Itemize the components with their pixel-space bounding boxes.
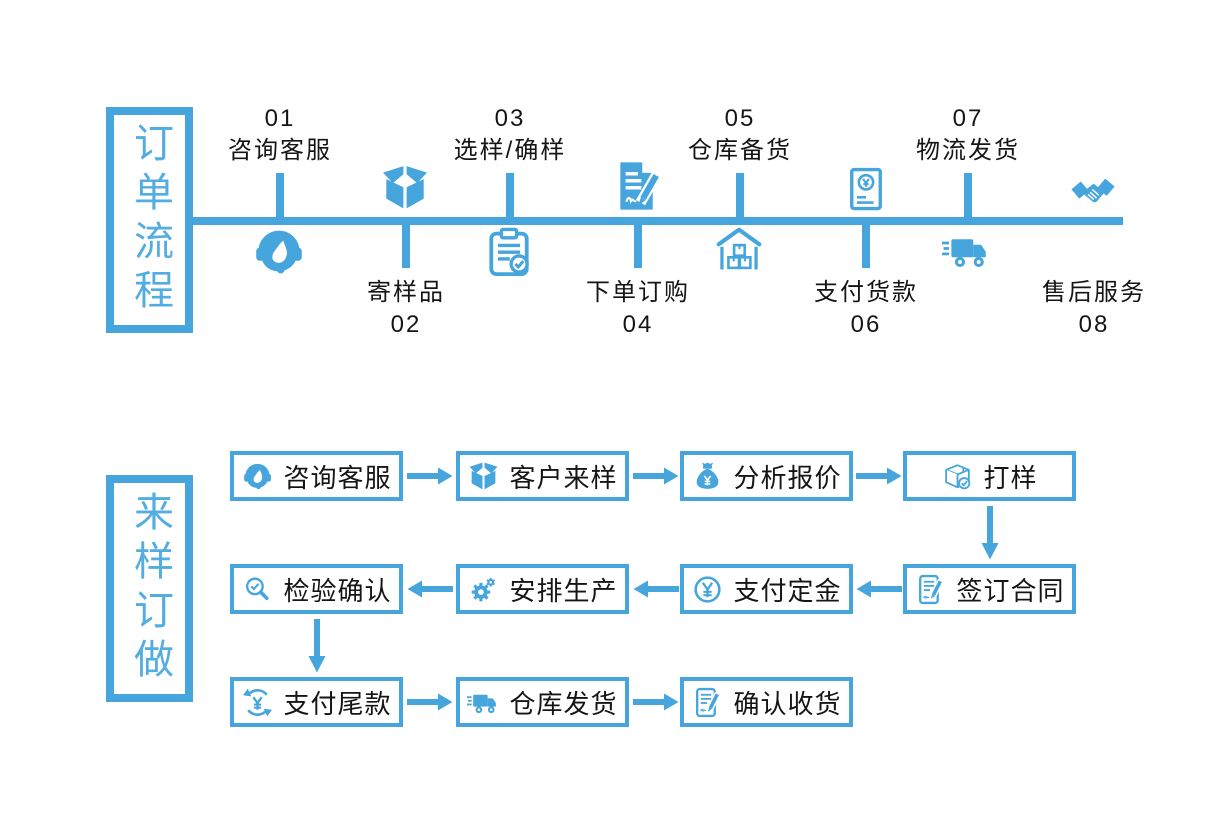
step-number: 05 [724, 105, 756, 132]
open-box-icon [467, 460, 500, 493]
flow-box-label: 确认收货 [733, 688, 842, 719]
flow-box-confirm-receipt: 确认收货 [680, 677, 853, 727]
step-number: 04 [622, 311, 654, 338]
timeline-stub [634, 225, 642, 268]
step-label: 下单订购 [586, 279, 690, 306]
gear-icon [467, 573, 500, 606]
contract-pen-icon [914, 573, 947, 606]
step-08: 售后服务 08 [1009, 277, 1179, 341]
step-label: 咨询客服 [228, 137, 332, 164]
step-number: 02 [390, 311, 422, 338]
step-01: 01 咨询客服 [195, 103, 365, 167]
step-03: 03 选样/确样 [425, 103, 595, 167]
yen-circle-icon [691, 573, 724, 606]
step-number: 08 [1078, 311, 1110, 338]
order-process-title: 订单流程 [128, 122, 172, 318]
step-number: 01 [264, 105, 296, 132]
flow-box-deposit: 支付定金 [680, 564, 853, 614]
step-label: 仓库备货 [688, 137, 792, 164]
step-04: 下单订购 04 [553, 277, 723, 341]
step-label: 物流发货 [916, 137, 1020, 164]
open-box-icon [374, 162, 436, 214]
magnifier-check-icon [241, 573, 274, 606]
warehouse-icon [710, 224, 768, 276]
flow-box-label: 安排生产 [509, 575, 618, 606]
order-process-title-box: 订单流程 [106, 107, 193, 333]
handshake-icon [1057, 170, 1129, 216]
arrow-left-icon [407, 580, 453, 598]
step-label: 寄样品 [367, 279, 445, 306]
flow-box-label: 咨询客服 [283, 462, 392, 493]
step-label: 售后服务 [1042, 279, 1146, 306]
flow-box-inspection: 检验确认 [230, 564, 403, 614]
arrow-down-icon [981, 506, 999, 560]
flow-box-label: 仓库发货 [509, 688, 618, 719]
delivery-truck-icon [467, 686, 500, 719]
step-06: 支付货款 06 [781, 277, 951, 341]
arrow-right-icon [633, 693, 679, 711]
step-number: 07 [952, 105, 984, 132]
arrow-left-icon [633, 580, 679, 598]
flow-box-warehouse-ship: 仓库发货 [456, 677, 629, 727]
flow-box-label: 打样 [983, 462, 1038, 493]
delivery-truck-icon [934, 226, 1000, 276]
timeline-bar [193, 217, 1123, 225]
flow-box-quote: 分析报价 [680, 451, 853, 501]
money-bag-icon [691, 460, 724, 493]
arrow-right-icon [633, 467, 679, 485]
custom-order-title: 来样订做 [128, 490, 172, 687]
custom-order-title-box: 来样订做 [106, 475, 193, 702]
step-label: 支付货款 [814, 279, 918, 306]
invoice-yen-icon [842, 163, 890, 215]
timeline-stub [736, 173, 744, 217]
timeline-stub [964, 173, 972, 217]
clipboard-check-icon [482, 226, 536, 280]
step-07: 07 物流发货 [883, 103, 1053, 167]
flow-box-label: 检验确认 [283, 575, 392, 606]
arrow-right-icon [856, 467, 902, 485]
headset-icon [246, 224, 312, 280]
step-05: 05 仓库备货 [655, 103, 825, 167]
flow-box-label: 支付尾款 [283, 688, 392, 719]
arrow-down-icon [308, 619, 326, 673]
yen-refund-icon [241, 686, 274, 719]
step-label: 选样/确样 [453, 137, 567, 164]
timeline-stub [506, 173, 514, 217]
flow-box-contract: 签订合同 [903, 564, 1076, 614]
arrow-right-icon [407, 467, 453, 485]
arrow-left-icon [856, 580, 902, 598]
arrow-right-icon [407, 693, 453, 711]
flow-box-label: 客户来样 [509, 462, 618, 493]
timeline-stub [276, 173, 284, 217]
contract-pen-icon [691, 686, 724, 719]
flow-box-label: 支付定金 [733, 575, 842, 606]
step-02: 寄样品 02 [321, 277, 491, 341]
timeline-stub [862, 225, 870, 268]
flow-box-production: 安排生产 [456, 564, 629, 614]
flow-box-customer-sample: 客户来样 [456, 451, 629, 501]
step-number: 03 [494, 105, 526, 132]
flow-box-proof: 打样 [903, 451, 1076, 501]
step-number: 06 [850, 311, 882, 338]
flow-box-consult: 咨询客服 [230, 451, 403, 501]
headset-icon [241, 460, 274, 493]
flow-box-label: 签订合同 [956, 575, 1065, 606]
flow-box-final-payment: 支付尾款 [230, 677, 403, 727]
timeline-stub [402, 225, 410, 268]
package-check-icon [941, 460, 974, 493]
flow-box-label: 分析报价 [733, 462, 842, 493]
